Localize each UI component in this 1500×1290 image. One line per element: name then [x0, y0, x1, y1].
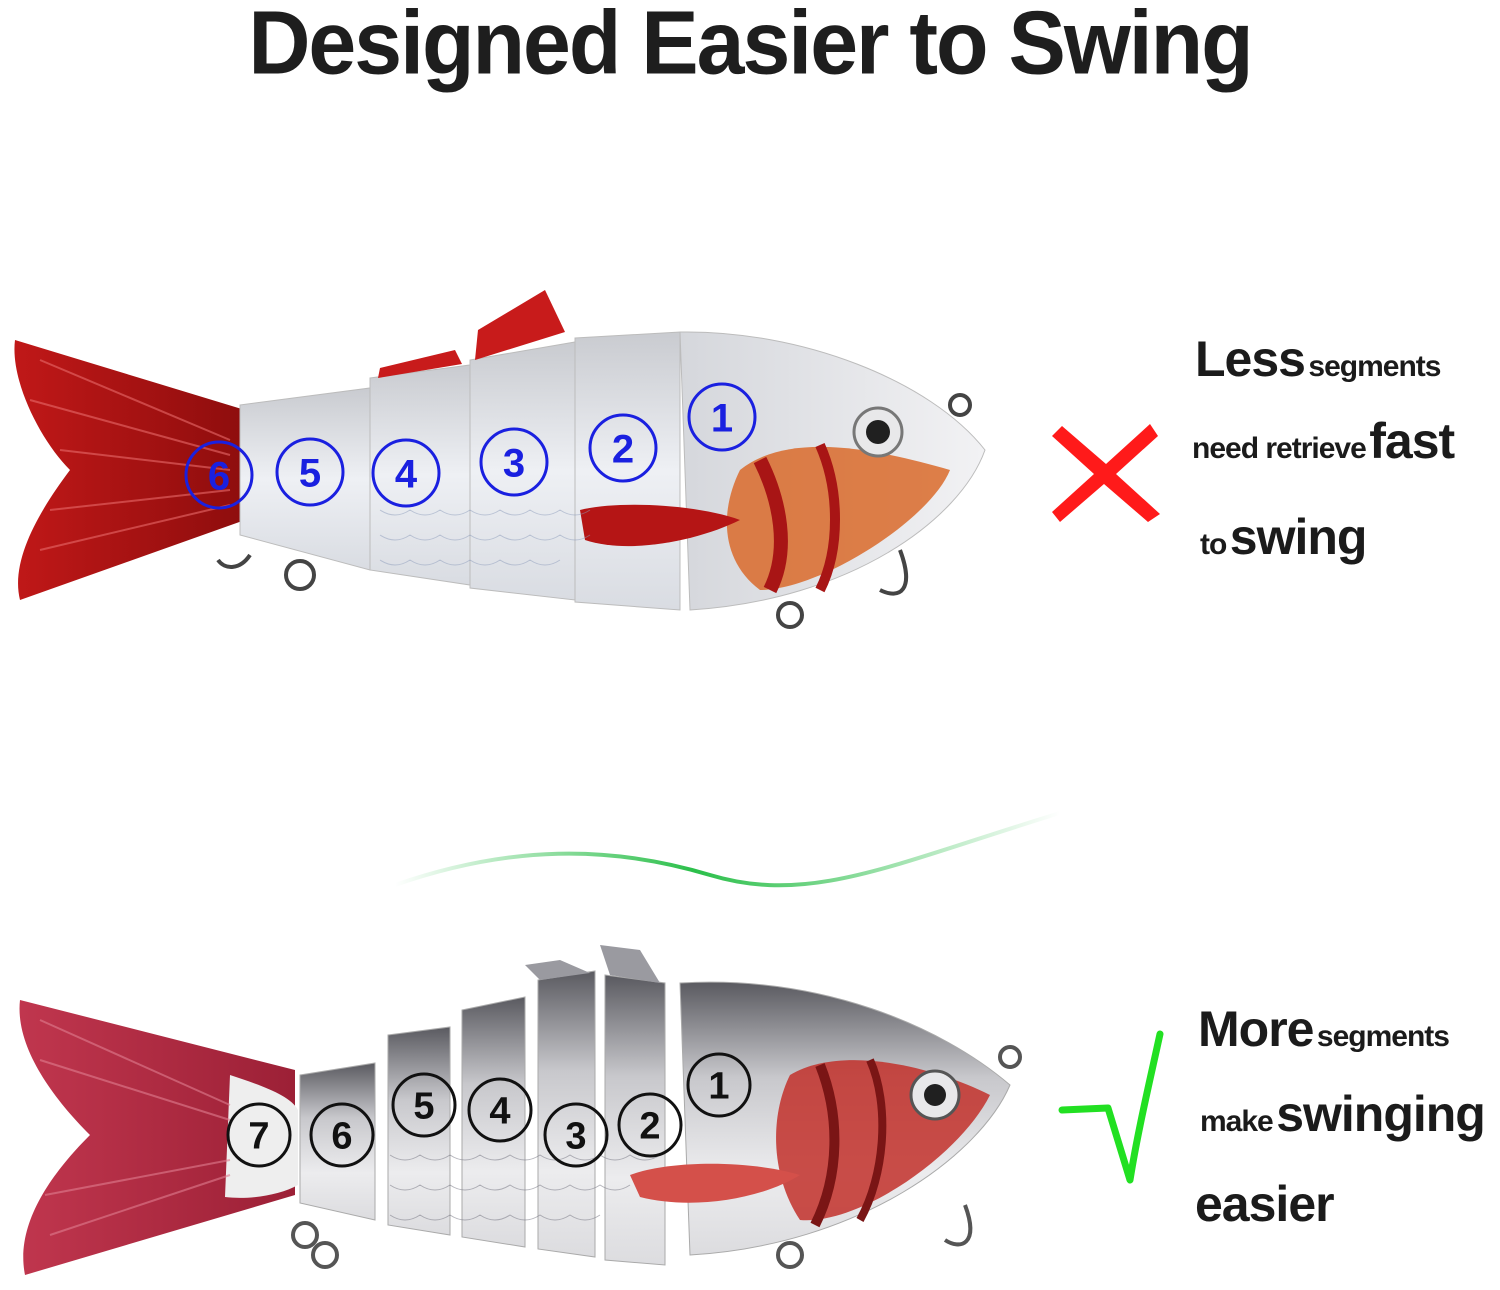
top-caption-line-1: Less segments — [1195, 330, 1441, 388]
caption-word-fast: fast — [1369, 413, 1455, 469]
caption-word-segments: segments — [1316, 1020, 1450, 1053]
page-title: Designed Easier to Swing — [248, 0, 1253, 94]
segment-number-circle — [391, 1072, 457, 1138]
top-caption-line-2: need retrieve fast — [1192, 412, 1455, 470]
segment-number-circle — [479, 427, 549, 497]
body-segment — [461, 996, 526, 1248]
caption-word-easier: easier — [1195, 1176, 1335, 1232]
caption-words-need-retrieve: need retrieve — [1192, 432, 1367, 465]
segment-number-label: 7 — [248, 1116, 269, 1158]
body-segment — [387, 1026, 451, 1236]
caption-word-make: make — [1200, 1105, 1274, 1138]
segment-number-circle — [371, 438, 441, 508]
cross-icon — [1052, 424, 1160, 522]
dorsal-fin — [378, 350, 462, 378]
caption-word-swinging: swinging — [1276, 1086, 1486, 1142]
segment-number-circle — [467, 1077, 533, 1143]
segment-number-label: 1 — [708, 1066, 729, 1108]
caption-word-segments: segments — [1308, 350, 1441, 383]
segment-number-label: 3 — [503, 441, 525, 485]
segment-number-label: 4 — [489, 1091, 510, 1133]
swing-path-line — [394, 811, 1061, 888]
segment-number-label: 2 — [639, 1106, 660, 1148]
segment-number-label: 6 — [208, 454, 230, 498]
body-segment — [299, 1062, 376, 1221]
segment-number-label: 4 — [395, 452, 418, 496]
body-segment — [369, 364, 471, 586]
segment-number-label: 1 — [711, 396, 733, 440]
segment-number-circle — [686, 1052, 752, 1118]
tail-fin — [19, 1000, 295, 1275]
top-caption-line-3: to swing — [1200, 508, 1368, 566]
segment-number-circle — [617, 1092, 683, 1158]
segment-number-circle — [687, 382, 757, 452]
check-icon — [1058, 1030, 1164, 1184]
six-segment-lure-image: 1 2 3 4 5 6 — [14, 290, 986, 629]
caption-word-swing: swing — [1229, 509, 1368, 565]
bottom-caption-line-1: More segments — [1198, 1000, 1450, 1058]
caption-word-to: to — [1200, 528, 1227, 561]
segment-number-label: 3 — [565, 1116, 586, 1158]
segment-number-circle — [588, 413, 658, 483]
segment-number-label: 5 — [413, 1086, 434, 1128]
segment-number-circle — [226, 1102, 292, 1168]
segment-number-label: 2 — [612, 427, 634, 471]
hook-icon — [291, 1045, 1022, 1269]
body-segment — [537, 970, 596, 1258]
segment-number-label: 6 — [331, 1116, 352, 1158]
segment-number-circle — [309, 1102, 375, 1168]
segment-number-label: 5 — [299, 451, 321, 495]
seven-segment-lure-image: 1 2 3 4 5 6 7 — [19, 945, 1022, 1275]
bottom-caption-line-3: easier — [1195, 1175, 1335, 1233]
segment-number-circle — [184, 440, 254, 510]
caption-word-less: Less — [1195, 331, 1306, 387]
dorsal-fin — [475, 290, 565, 360]
hook-icon — [216, 393, 972, 629]
segment-number-circle — [275, 437, 345, 507]
bottom-caption-line-2: make swinging — [1200, 1085, 1486, 1143]
segment-number-circle — [543, 1102, 609, 1168]
caption-word-more: More — [1198, 1001, 1314, 1057]
body-segment — [525, 960, 590, 980]
body-segment — [600, 945, 660, 983]
tail-fin — [14, 340, 246, 600]
